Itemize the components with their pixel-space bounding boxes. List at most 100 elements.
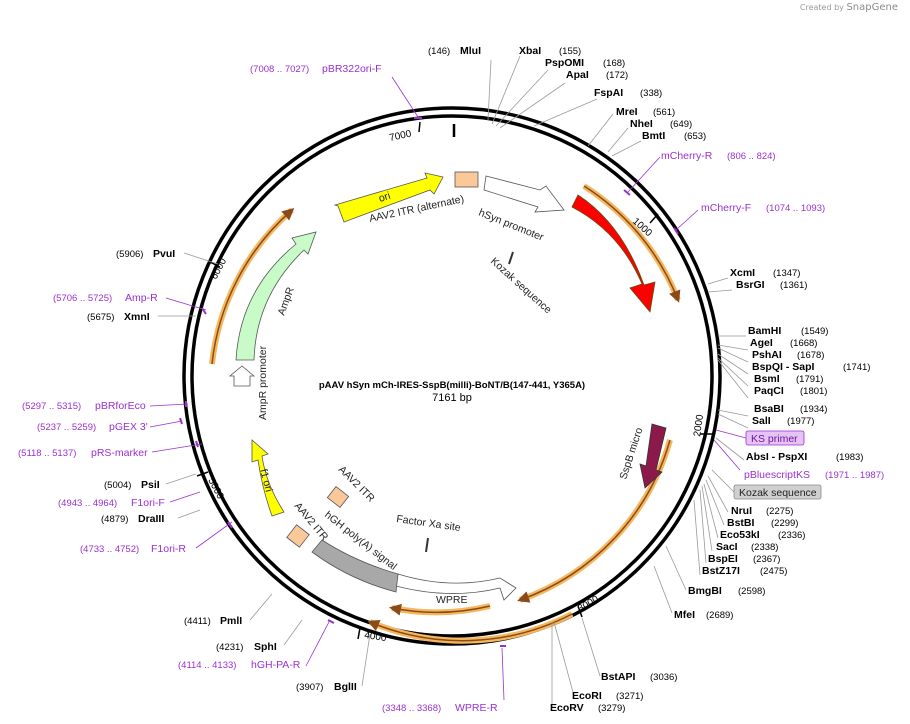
primer-pgex3[interactable]: (5237 .. 5259)pGEX 3': [37, 421, 148, 433]
svg-text:hGH-PA-R: hGH-PA-R: [251, 659, 301, 671]
feature-wpre[interactable]: WPRE: [395, 573, 517, 606]
site-bsmi[interactable]: BsmI(1791): [754, 373, 823, 385]
site-pvui[interactable]: (5906) PvuI: [116, 248, 175, 260]
feature-ampr-label: AmpR: [276, 285, 297, 317]
feature-aav-itr-alt[interactable]: [454, 171, 479, 188]
primer-mcherry-f[interactable]: mCherry-F(1074 .. 1093): [701, 202, 825, 214]
svg-text:pGEX 3': pGEX 3': [109, 421, 148, 433]
svg-text:(5906): (5906): [116, 249, 143, 260]
svg-text:(3279): (3279): [598, 703, 625, 714]
tick-marks: [196, 121, 712, 640]
feature-hgh[interactable]: hGH poly(A) signal: [311, 509, 399, 593]
svg-text:(2275): (2275): [766, 506, 793, 517]
svg-text:(4879): (4879): [101, 514, 128, 525]
kozak-box-label: Kozak sequence: [739, 487, 817, 499]
svg-text:(1678): (1678): [797, 350, 824, 361]
primer-hgh-pa-r[interactable]: (4114 .. 4133)hGH-PA-R: [178, 659, 301, 671]
tick-3000: 3000: [576, 594, 601, 615]
svg-text:BsmI: BsmI: [754, 373, 780, 385]
site-pspomi[interactable]: PspOMI(168): [545, 57, 625, 69]
site-mfei[interactable]: MfeI(2689): [674, 609, 733, 621]
feature-f1ori[interactable]: f1 ori: [251, 439, 285, 517]
svg-text:BstZ17I: BstZ17I: [702, 565, 740, 577]
svg-text:PaqCI: PaqCI: [754, 385, 784, 397]
feature-ampr-promoter[interactable]: AmpR promoter: [228, 345, 269, 420]
site-bstbi[interactable]: BstBI(2299): [727, 517, 798, 529]
svg-text:EcoRV: EcoRV: [550, 702, 584, 714]
site-bsrgi[interactable]: BsrGI(1361): [736, 279, 807, 291]
site-nhei[interactable]: NheI(649): [630, 118, 692, 130]
site-eco53ki[interactable]: Eco53kI(2336): [720, 529, 805, 541]
svg-text:(3036): (3036): [650, 672, 677, 683]
site-bmti[interactable]: BmtI(653): [642, 130, 706, 142]
svg-text:PsiI: PsiI: [141, 479, 160, 491]
primer-pbluescriptks[interactable]: pBluescriptKS(1971 .. 1987): [744, 469, 884, 481]
svg-text:BmtI: BmtI: [642, 130, 665, 142]
primer-pbr322ori-f[interactable]: (7008 .. 7027)pBR322ori-F: [250, 63, 382, 75]
svg-text:BstAPI: BstAPI: [601, 671, 636, 683]
site-pshai[interactable]: PshAI(1678): [752, 349, 824, 361]
site-nrui[interactable]: NruI(2275): [731, 505, 793, 517]
feature-ori[interactable]: ori: [333, 172, 444, 223]
feature-ampr[interactable]: AmpR: [235, 231, 317, 361]
svg-text:(172): (172): [606, 70, 628, 81]
site-bsabi[interactable]: BsaBI(1934): [754, 403, 827, 415]
svg-text:MreI: MreI: [616, 106, 638, 118]
svg-text:BspQI - SapI: BspQI - SapI: [752, 361, 815, 373]
primer-mcherry-r[interactable]: mCherry-R(806 .. 824): [661, 150, 776, 162]
feature-hsyn[interactable]: hSyn promoter: [477, 175, 565, 244]
site-saci[interactable]: SacI(2338): [716, 541, 778, 553]
svg-text:(5297 .. 5315): (5297 .. 5315): [22, 401, 81, 412]
site-mrei[interactable]: MreI(561): [616, 106, 675, 118]
site-mlui[interactable]: (146)MluI: [428, 45, 481, 57]
site-bamhi[interactable]: BamHI(1549): [748, 325, 828, 337]
site-draiii[interactable]: (4879)DraIII: [101, 513, 164, 525]
site-bglii[interactable]: (3907)BglII: [296, 681, 357, 693]
ks-primer-box[interactable]: KS primer: [715, 429, 805, 446]
site-bstapi[interactable]: BstAPI (3036): [601, 671, 677, 683]
primer-wpre-r[interactable]: (3348 .. 3368)WPRE-R: [382, 702, 498, 714]
ks-primer-label: KS primer: [751, 433, 798, 445]
site-xbai[interactable]: XbaI(155): [519, 45, 581, 57]
primer-pbrforeco[interactable]: (5297 .. 5315)pBRforEco: [22, 400, 146, 412]
site-sali[interactable]: SalI(1977): [752, 415, 814, 427]
feature-mcherry[interactable]: mCherry: [571, 194, 656, 313]
primer-f1ori-r[interactable]: (4733 .. 4752)F1ori-R: [80, 543, 186, 555]
credit-prefix: Created by: [799, 3, 844, 12]
svg-text:(5004): (5004): [104, 480, 131, 491]
feature-ori-label: ori: [377, 190, 392, 205]
site-psii[interactable]: (5004) PsiI: [104, 479, 160, 491]
site-apai[interactable]: ApaI(172): [566, 69, 628, 81]
svg-text:PspOMI: PspOMI: [545, 57, 584, 69]
site-bmgbi[interactable]: BmgBI(2598): [688, 585, 765, 597]
svg-text:mCherry-F: mCherry-F: [701, 202, 751, 214]
svg-text:PvuI: PvuI: [153, 248, 175, 260]
site-absi[interactable]: AbsI - PspXI(1983): [746, 451, 863, 463]
svg-text:(2336): (2336): [778, 530, 805, 541]
svg-text:(4231): (4231): [216, 642, 243, 653]
svg-text:(1741): (1741): [843, 362, 870, 373]
site-xmni[interactable]: (5675)XmnI: [87, 311, 150, 323]
svg-text:(5706 .. 5725): (5706 .. 5725): [53, 293, 112, 304]
primer-f1ori-f[interactable]: (4943 .. 4964)F1ori-F: [58, 497, 165, 509]
site-sphi[interactable]: (4231) SphI: [216, 641, 277, 653]
kozak-box[interactable]: Kozak sequence: [711, 469, 822, 500]
svg-text:(1361): (1361): [780, 280, 807, 291]
feature-aav-itr-1[interactable]: [326, 485, 350, 509]
site-bspqi[interactable]: BspQI - SapI (1741): [752, 361, 870, 373]
primer-amp-r[interactable]: (5706 .. 5725)Amp-R: [53, 292, 158, 304]
feature-aav-itr-2[interactable]: [286, 524, 310, 548]
site-ecorv[interactable]: EcoRV (3279): [550, 702, 625, 714]
site-ecori[interactable]: EcoRI(3271): [572, 690, 643, 702]
site-xcmi[interactable]: XcmI(1347): [730, 267, 800, 279]
svg-text:SphI: SphI: [254, 641, 277, 653]
primer-prs-marker[interactable]: (5118 .. 5137)pRS-marker: [18, 447, 148, 459]
site-pmli[interactable]: (4411)PmlI: [184, 615, 242, 627]
site-paqci[interactable]: PaqCI(1801): [754, 385, 827, 397]
svg-text:NheI: NheI: [630, 118, 653, 130]
site-agei[interactable]: AgeI(1668): [750, 337, 817, 349]
site-bstz17i[interactable]: BstZ17I(2475): [702, 565, 787, 577]
svg-text:(338): (338): [640, 88, 662, 99]
site-fspai[interactable]: FspAI(338): [594, 87, 662, 99]
site-bspei[interactable]: BspEI(2367): [708, 553, 780, 565]
